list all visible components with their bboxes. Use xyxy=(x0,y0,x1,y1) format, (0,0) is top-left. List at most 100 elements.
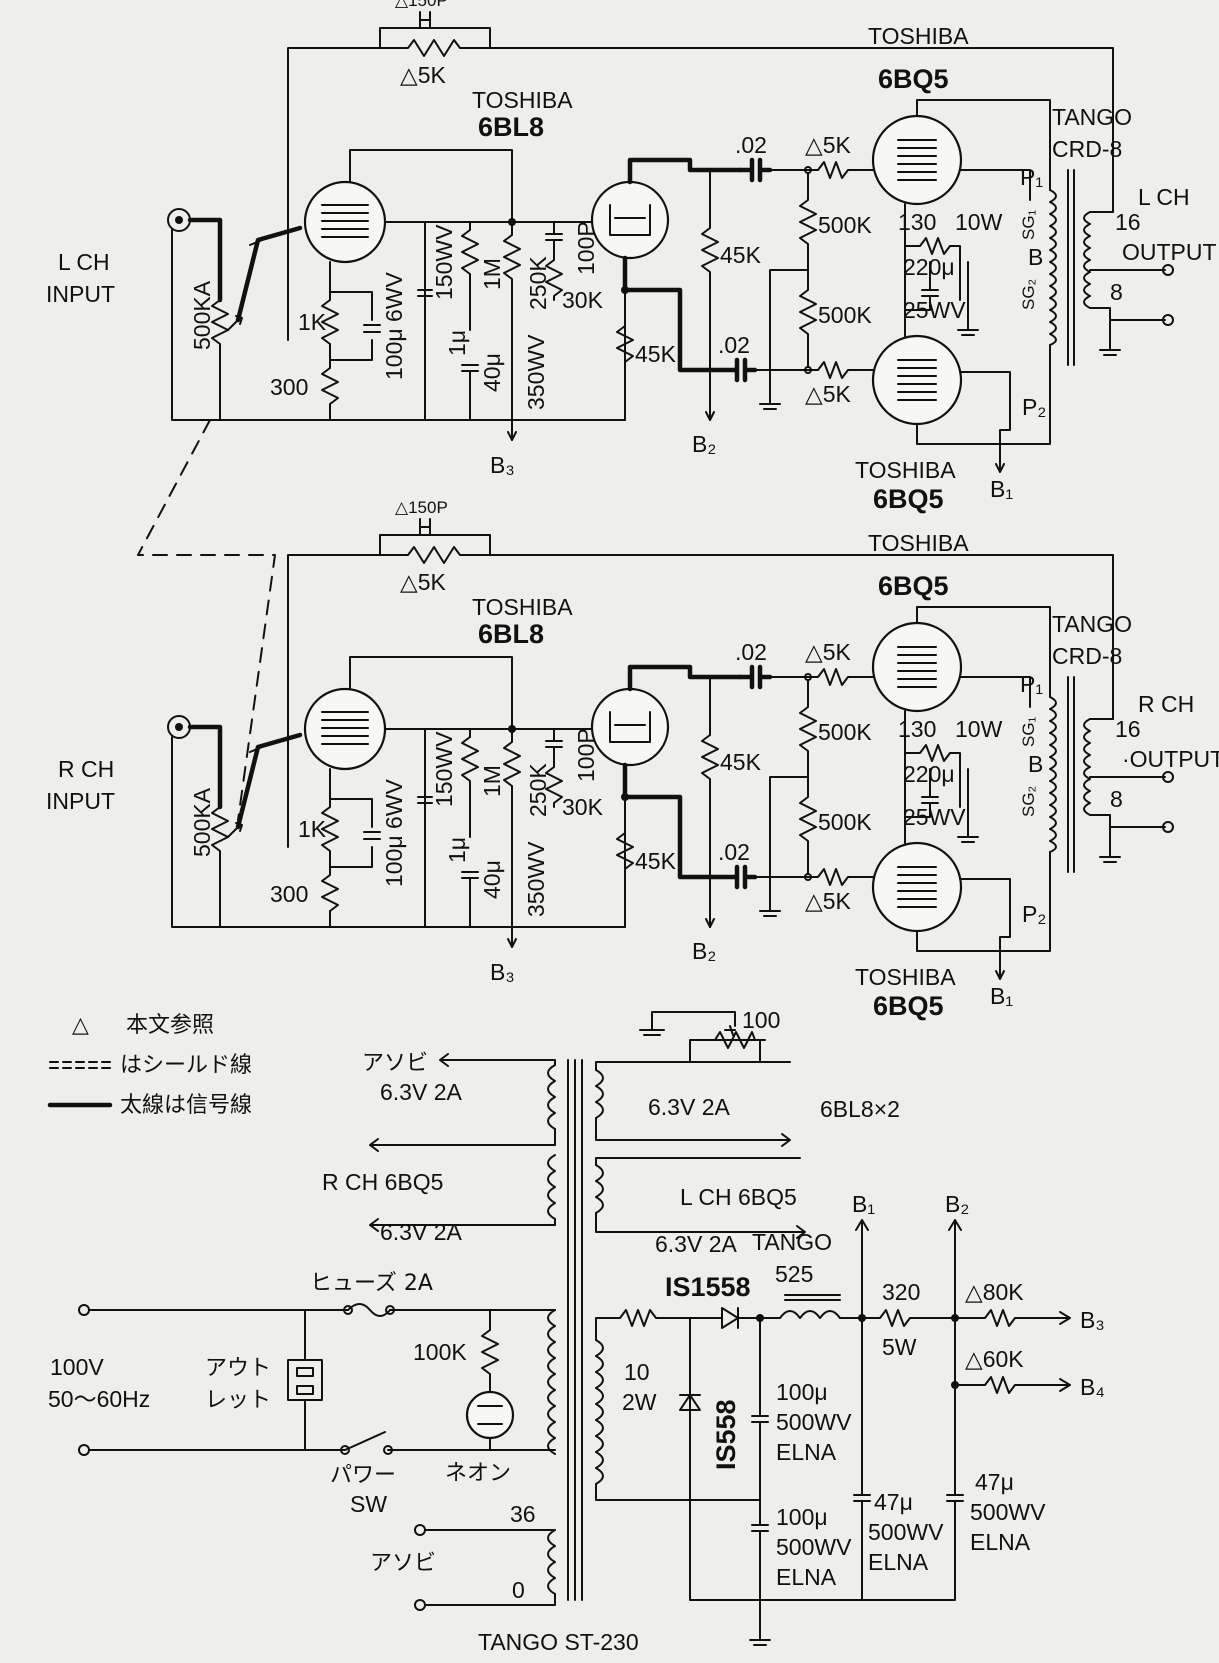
junction-dot xyxy=(621,793,629,801)
cap-02-a: .02 xyxy=(735,639,767,665)
out-tube-brand-b: TOSHIBA xyxy=(855,457,956,483)
fb-cap-label: △150P xyxy=(395,498,448,517)
cap-220u: 220μ xyxy=(903,254,955,280)
screen-tap-2: SG₂ xyxy=(1019,786,1038,817)
diode-1-icon xyxy=(714,1307,739,1329)
spare-terminal-icon xyxy=(414,1524,426,1536)
spare-terminal-icon xyxy=(414,1599,426,1611)
output-terminal-icon xyxy=(1162,821,1174,833)
legend-shield-line xyxy=(49,1061,111,1069)
rail-b2-label: B₂ xyxy=(945,1191,969,1217)
cathode-res-2: 300 xyxy=(270,881,308,907)
rail-b3: B₃ xyxy=(490,452,515,478)
res-130: 130 xyxy=(898,716,936,742)
legend: △ 本文参照 はシールド線 太線は信号線 xyxy=(47,1013,252,1118)
input-label-1: L CH xyxy=(58,249,110,275)
cathode-cap: 100μ 6WV xyxy=(381,271,407,380)
legend-triangle-text: 本文参照 xyxy=(126,1013,214,1038)
rail-b4-label: B₄ xyxy=(1080,1374,1105,1400)
cap-1-brand: ELNA xyxy=(776,1439,837,1465)
b-tap: B xyxy=(1028,751,1043,777)
grid-res-b: △5K xyxy=(805,381,851,407)
res-45k-a: 45K xyxy=(635,848,677,874)
heater-6bl8-voltage: 6.3V 2A xyxy=(648,1094,730,1120)
junction-dot xyxy=(508,725,516,733)
outlet-icon xyxy=(287,1359,323,1401)
power-transformer-label: TANGO ST-230 xyxy=(478,1629,639,1655)
volt-350wv: 350WV xyxy=(523,841,549,917)
res-1m: 1M xyxy=(479,258,505,290)
outlet-slot-icon xyxy=(296,1367,314,1377)
cap-02-a: .02 xyxy=(735,132,767,158)
tube-6bq5-upper-icon xyxy=(871,621,963,713)
out-tube-brand-b: TOSHIBA xyxy=(855,964,956,990)
res-60k-label: △60K xyxy=(965,1346,1024,1372)
pre-tube-name: 6BL8 xyxy=(478,112,544,142)
r-channel-amplifier: △150P △5K 500KA R CH INPUT TOSHIBA 6BL8 xyxy=(46,498,1219,1021)
spare-winding-1: アソビ xyxy=(362,1051,428,1076)
grid-res-b: △5K xyxy=(805,888,851,914)
fb-cap-label: △150P xyxy=(395,0,448,10)
pre-tube-name: 6BL8 xyxy=(478,619,544,649)
spare-winding-1-voltage: 6.3V 2A xyxy=(380,1079,462,1105)
plate-tap-1: P₁ xyxy=(1020,671,1043,697)
cap-2-value: 100μ xyxy=(776,1504,828,1530)
input-label-1: R CH xyxy=(58,756,114,782)
screen-tap-1: SG₁ xyxy=(1019,209,1038,240)
tap-36-label: 36 xyxy=(510,1501,536,1527)
legend-triangle-symbol: △ xyxy=(72,1013,89,1038)
rail-b1: B₁ xyxy=(990,476,1013,502)
tube-6bl8-triode-icon xyxy=(590,180,670,260)
tap-0-label: 0 xyxy=(512,1577,525,1603)
rail-b2: B₂ xyxy=(692,938,716,964)
outlet-label-2: レット xyxy=(205,1388,271,1413)
screen-tap-1: SG₁ xyxy=(1019,716,1038,747)
neon-label: ネオン xyxy=(445,1461,511,1486)
tube-6bq5-lower-icon xyxy=(871,334,963,426)
output-label-2: OUTPUT xyxy=(1122,239,1217,265)
cap-2-voltage: 500WV xyxy=(776,1534,852,1560)
output-terminal-icon xyxy=(1162,264,1174,276)
cap-4-brand: ELNA xyxy=(970,1529,1031,1555)
cap-40u: 40μ xyxy=(479,353,505,392)
heater-rch-voltage: 6.3V 2A xyxy=(380,1219,462,1245)
volume-label: 500KA xyxy=(189,787,215,857)
rail-b2: B₂ xyxy=(692,431,716,457)
tube-6bl8-triode-icon xyxy=(590,687,670,767)
power-switch-icon xyxy=(340,1445,350,1455)
ganged-volume-link xyxy=(137,419,276,821)
rail-b1-label: B₁ xyxy=(852,1191,875,1217)
spare-winding-2: アソビ xyxy=(370,1551,436,1576)
volt-25wv: 25WV xyxy=(903,804,966,830)
res-500k-a: 500K xyxy=(818,719,872,745)
mains-frequency: 50～60Hz xyxy=(48,1386,150,1412)
out-tube-brand-a: TOSHIBA xyxy=(868,23,969,49)
res-30k: 30K xyxy=(562,794,604,820)
mains-voltage: 100V xyxy=(50,1354,104,1380)
out-tube-name-b: 6BQ5 xyxy=(873,484,944,514)
rail-b3: B₃ xyxy=(490,959,515,985)
neon-lamp-icon xyxy=(465,1390,515,1440)
neon-resistor-label: 100K xyxy=(413,1339,467,1365)
output-label-2: ·OUTPUT xyxy=(1122,746,1219,772)
junction-dot xyxy=(621,286,629,294)
res-500k-a: 500K xyxy=(818,212,872,238)
rectifier-resistor-watt: 2W xyxy=(622,1389,657,1415)
output-label-1: R CH xyxy=(1138,691,1194,717)
cap-40u: 40μ xyxy=(479,860,505,899)
tap-16: 16 xyxy=(1115,716,1141,742)
volt-350wv: 350WV xyxy=(523,334,549,410)
out-tube-brand-a: TOSHIBA xyxy=(868,530,969,556)
res-80k-label: △80K xyxy=(965,1279,1024,1305)
cap-4-voltage: 500WV xyxy=(970,1499,1046,1525)
volume-label: 500KA xyxy=(189,280,215,350)
res-1m: 1M xyxy=(479,765,505,797)
res-30k: 30K xyxy=(562,287,604,313)
out-tube-name-b: 6BQ5 xyxy=(873,991,944,1021)
junction-dot xyxy=(951,1381,959,1389)
tap-16: 16 xyxy=(1115,209,1141,235)
heater-rch-label: R CH 6BQ5 xyxy=(322,1169,443,1195)
grid-res-a: △5K xyxy=(805,132,851,158)
outlet-label-1: アウト xyxy=(205,1356,271,1381)
